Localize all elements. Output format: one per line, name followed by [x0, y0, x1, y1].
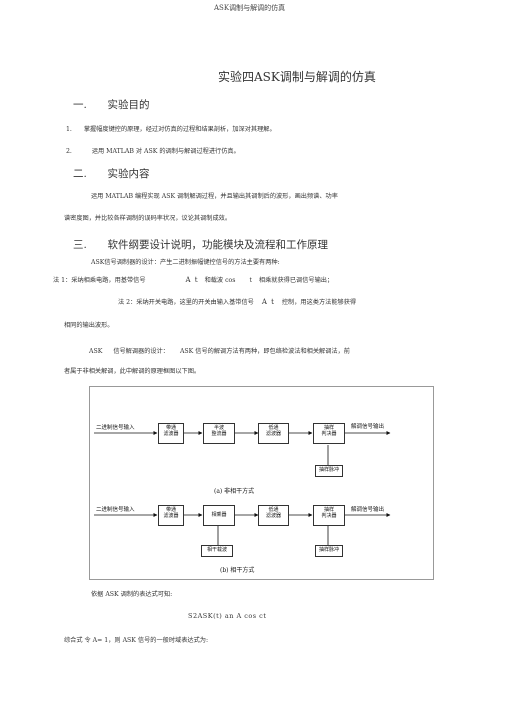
doc-title: 实验四ASK调制与解调的仿真	[218, 70, 376, 84]
input-label: 二进制信号输入	[96, 507, 135, 513]
principle-line: ASK 信号解调器的设计： ASK 信号的解调方法有两种，即包络检波法和相关解调…	[89, 346, 350, 355]
content-line: 运用 MATLAB 编程实现 ASK 调制解调过程，并且输出其调制后的波形，画出…	[91, 193, 338, 200]
block-bandpass-filter: 带通 滤波器	[158, 505, 184, 526]
last-line: 综合式 令 A= 1，则 ASK 信号的一般时域表达式为:	[64, 637, 209, 644]
goal-number: 2.	[66, 148, 72, 155]
demodulator-block-diagram: 二进制信号输入 带通 滤波器 半波 整流器 低通 滤波器 抽样 判决器 解调信号…	[89, 386, 434, 580]
goal-text: 掌握幅度键控的原理，经过对仿真的过程和结果剖析，加深对其理解。	[83, 126, 276, 133]
goal-text: 运用 MATLAB 对 ASK 的调制与解调过程进行仿真。	[91, 148, 240, 155]
text-run: 法 2：采纳开关电路，这里的开关由输入基带信号	[118, 299, 254, 306]
section-3-heading: 三. 软件纲要设计说明，功能模块及流程和工作原理	[73, 237, 328, 252]
text-run: A t	[261, 298, 275, 306]
block-sampling-decider: 抽样 判决器	[313, 423, 345, 444]
goal-item: 1. 掌握幅度键控的原理，经过对仿真的过程和结果剖析，加深对其理解。	[66, 124, 276, 133]
block-bandpass-filter: 带通 滤波器	[158, 423, 184, 444]
section-1-heading: 一. 实验目的	[73, 97, 150, 112]
block-lowpass-filter: 低通 滤波器	[258, 423, 289, 444]
output-label: 解调信号输出	[351, 507, 385, 513]
text-run: 信号解调器的设计：	[113, 348, 169, 355]
principle-line: 相同的输出波形。	[64, 322, 114, 329]
block-sampling-decider: 抽样 判决器	[313, 505, 345, 526]
goal-number: 1.	[66, 126, 72, 133]
text-run: 和载波 cos	[204, 277, 236, 284]
section-2-heading: 二. 实验内容	[73, 166, 150, 181]
diagram-connectors	[94, 431, 391, 545]
section-2-number: 二.	[73, 168, 87, 180]
text-run: 相乘就获得已调信号输出；	[258, 277, 334, 284]
block-lowpass-filter: 低通 滤波器	[258, 505, 289, 526]
text-run: 控制，用这类方法能够获得	[281, 299, 357, 306]
block-half-wave-rectifier: 半波 整流器	[203, 423, 235, 444]
principle-line: 者属于非相关解调，此中解调的原理框图以下图。	[64, 368, 201, 375]
section-1-label: 实验目的	[107, 99, 150, 111]
section-1-number: 一.	[73, 99, 87, 111]
principle-line: 法 2：采纳开关电路，这里的开关由输入基带信号 A t 控制，用这类方法能够获得	[118, 297, 356, 306]
text-run: 法 1：采纳相乘电路，用基带信号	[53, 277, 146, 284]
caption-b: (b) 相干方式	[220, 567, 255, 574]
block-coherent-carrier: 相干载波	[201, 545, 233, 557]
input-label: 二进制信号输入	[96, 425, 135, 431]
block-sampling-pulse: 抽样脉冲	[315, 465, 343, 477]
section-2-label: 实验内容	[107, 168, 150, 180]
principle-line: ASK信号调制器的设计：产生二进制振幅键控信号的方法主要有两种:	[91, 259, 280, 266]
text-run: t	[249, 277, 252, 284]
goal-item: 2. 运用 MATLAB 对 ASK 的调制与解调过程进行仿真。	[66, 146, 240, 155]
section-3-number: 三.	[73, 239, 87, 251]
text-run: A t	[185, 276, 199, 284]
page-header: ASK调制与解调的仿真	[214, 4, 286, 12]
block-sampling-pulse: 抽样脉冲	[315, 545, 343, 557]
formula-intro: 依据 ASK 调制的表达式可知:	[91, 591, 173, 598]
content-line: 谱密度图，并比较各样调制的误码率状况，议论其调制成效。	[64, 215, 232, 222]
formula: S2ASK(t) an A cos ct	[188, 612, 267, 620]
text-run: ASK 信号的解调方法有两种，即包络检波法和相关解调法，前	[179, 348, 350, 355]
principle-line: 法 1：采纳相乘电路，用基带信号 A t 和载波 cos t 相乘就获得已调信号…	[53, 275, 333, 284]
section-3-label: 软件纲要设计说明，功能模块及流程和工作原理	[107, 239, 329, 251]
output-label: 解调信号输出	[351, 424, 385, 430]
text-run: ASK	[89, 348, 103, 355]
caption-a: (a) 非相干方式	[214, 488, 255, 495]
block-multiplier: 相乘器	[203, 505, 235, 526]
